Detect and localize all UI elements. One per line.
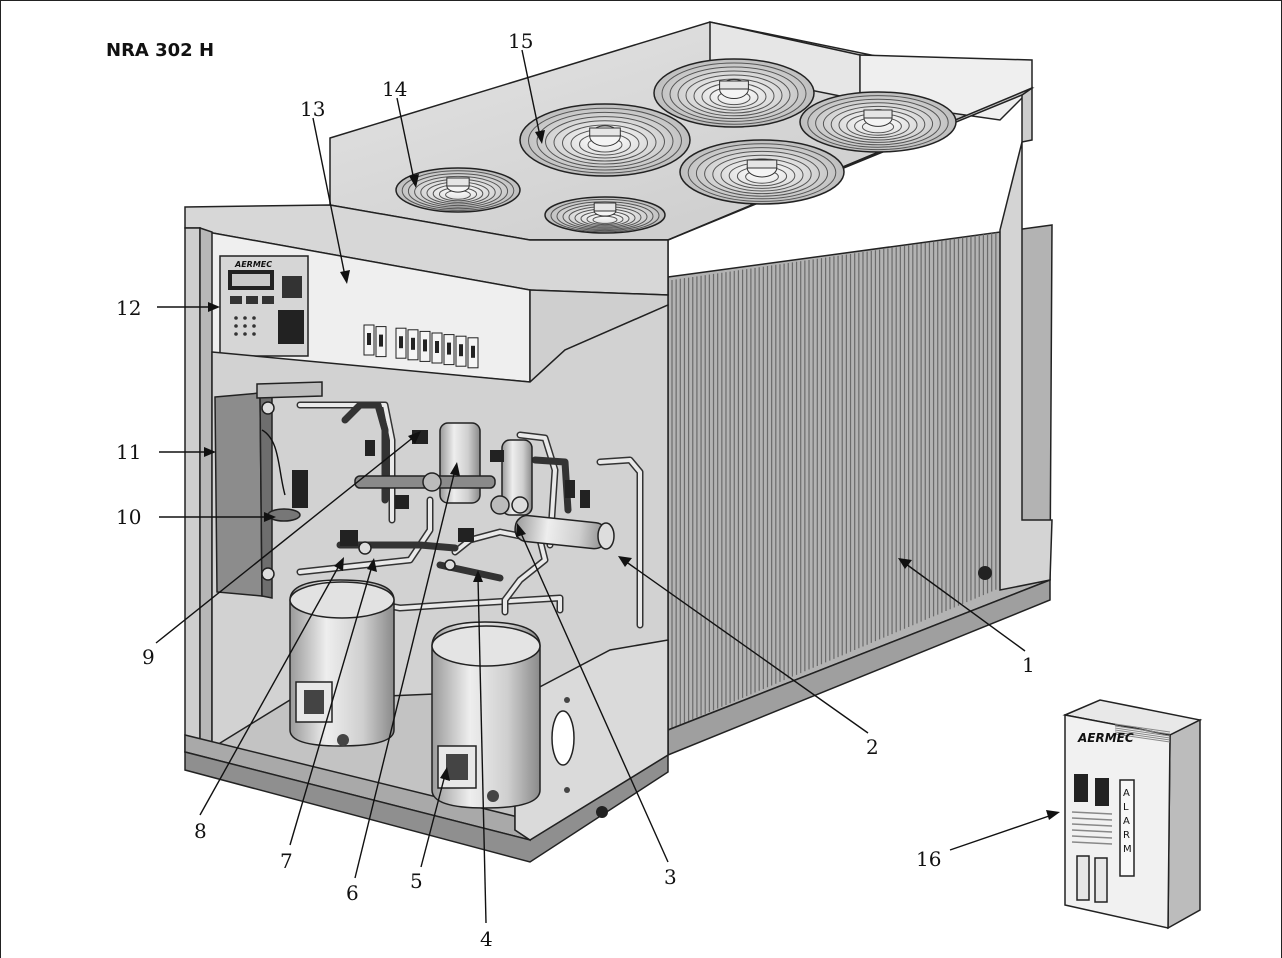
condenser-fans: [395, 58, 957, 234]
controller-key: [230, 296, 242, 304]
vent-slot: [1071, 817, 1113, 821]
fan: [679, 139, 845, 205]
callout-9: 9: [142, 645, 155, 669]
callout-16: 16: [916, 847, 941, 871]
callout-1: 1: [1022, 653, 1035, 677]
controller-led: [234, 332, 238, 336]
controller-led: [243, 316, 247, 320]
control-panel: AERMEC: [219, 255, 309, 357]
circuit-breakers: [363, 324, 479, 369]
callout-6: 6: [346, 881, 359, 905]
callout-4: 4: [480, 927, 493, 951]
fan: [799, 91, 957, 153]
callout-8: 8: [194, 819, 207, 843]
fan: [519, 103, 691, 177]
vent-slot: [1071, 811, 1113, 815]
controller-led: [234, 324, 238, 328]
controller-led: [252, 316, 256, 320]
refrigerant-piping: [296, 401, 644, 629]
vent-slot: [1071, 835, 1113, 839]
controller-led: [234, 316, 238, 320]
alarm-letter: R: [1123, 830, 1130, 841]
controller-key: [262, 296, 274, 304]
controller-led: [252, 324, 256, 328]
controller-arrow-key: [282, 276, 302, 298]
controller-led: [252, 332, 256, 336]
remote-mode-switch: [1095, 778, 1109, 806]
alarm-letter: A: [1123, 788, 1130, 799]
model-title: NRA 302 H: [106, 40, 215, 61]
controller-logo: AERMEC: [234, 260, 272, 269]
plate-heat-exchanger: [214, 381, 323, 599]
remote-vent-slots: [1071, 723, 1171, 845]
callout-15: 15: [508, 29, 533, 53]
alarm-letter: L: [1123, 802, 1129, 813]
callout-2: 2: [866, 735, 879, 759]
vent-slot: [1071, 823, 1113, 827]
callout-3: 3: [664, 865, 677, 889]
callout-13: 13: [300, 97, 325, 121]
remote-logo: AERMEC: [1077, 731, 1134, 745]
alarm-letter: A: [1123, 816, 1130, 827]
coil-fins: [671, 232, 1001, 728]
callout-14: 14: [382, 77, 407, 101]
remote-power-switch: [1074, 774, 1088, 802]
compressors: [289, 579, 541, 809]
fan-deck: [329, 21, 1035, 296]
vent-slot: [1071, 841, 1113, 845]
vent-slot: [1071, 829, 1113, 833]
callout-leaders: [155, 49, 1060, 924]
callout-12: 12: [116, 296, 141, 320]
controller-keypad: [278, 310, 304, 344]
fan: [653, 58, 815, 128]
callout-5: 5: [410, 869, 423, 893]
callout-7: 7: [280, 849, 293, 873]
condenser-coil: [667, 141, 1053, 757]
fan: [544, 196, 666, 234]
callout-numbers: 1 2 3 4 5 6 7 8 9 10 11 12 13 14 15 16: [116, 29, 1035, 951]
controller-buttons: [230, 276, 304, 344]
callout-10: 10: [116, 505, 141, 529]
controller-led: [243, 324, 247, 328]
alarm-letter: M: [1123, 844, 1132, 855]
fan: [395, 167, 521, 213]
controller-key: [246, 296, 258, 304]
callout-11: 11: [116, 440, 141, 464]
controller-led: [243, 332, 247, 336]
